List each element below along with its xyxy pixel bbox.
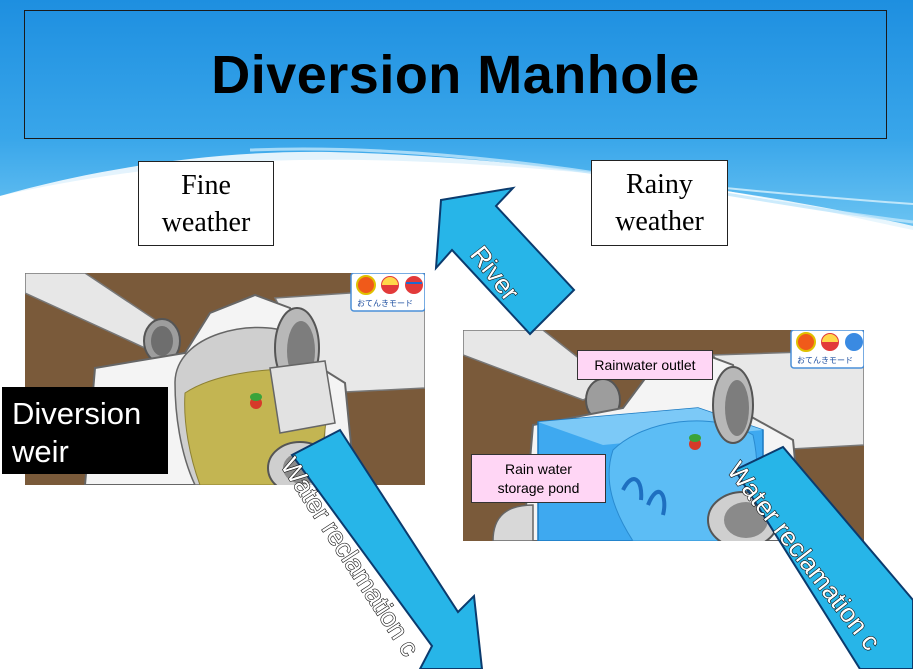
diversion-weir-text: Diversion weir bbox=[12, 396, 141, 469]
rainy-weather-label: Rainy weather bbox=[615, 166, 704, 240]
title-banner: Diversion Manhole bbox=[24, 10, 887, 139]
weather-mode-label-right: おてんきモード bbox=[797, 355, 853, 366]
rainwater-outlet-label: Rainwater outlet bbox=[577, 350, 713, 380]
diversion-weir-label: Diversion weir bbox=[2, 387, 168, 474]
fine-weather-label: Fine weather bbox=[162, 167, 251, 241]
rainwater-outlet-text: Rainwater outlet bbox=[594, 356, 695, 375]
rainy-weather-box: Rainy weather bbox=[591, 160, 728, 246]
weather-mode-label-left: おてんきモード bbox=[357, 298, 413, 309]
page-title: Diversion Manhole bbox=[211, 44, 700, 106]
fine-weather-box: Fine weather bbox=[138, 161, 274, 246]
storage-pond-label: Rain water storage pond bbox=[471, 454, 606, 503]
storage-pond-text: Rain water storage pond bbox=[498, 460, 580, 498]
